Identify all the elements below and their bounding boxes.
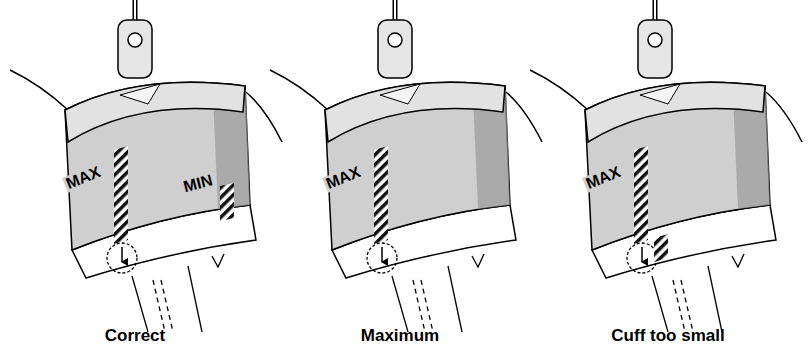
panel-caption: Correct — [105, 327, 165, 344]
panel-caption: Maximum — [361, 327, 439, 344]
panel-caption: Cuff too small — [611, 327, 724, 344]
